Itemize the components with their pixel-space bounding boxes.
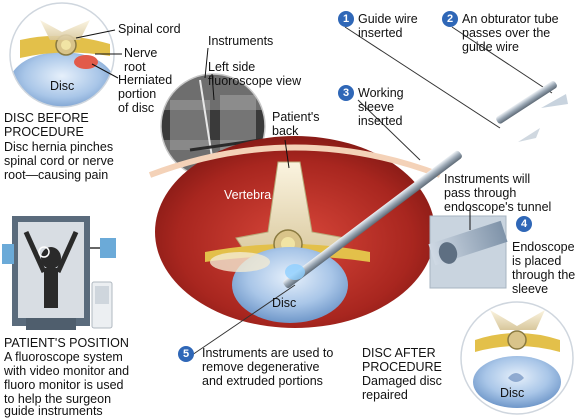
step-3-line3: inserted (358, 114, 403, 128)
patients-back-label-line1: Patient's (272, 110, 320, 124)
instruments-label: Instruments (208, 34, 274, 48)
step-2-line1: An obturator tube (462, 12, 559, 26)
nerve-root-label-line1: Nerve (124, 46, 158, 60)
before-desc-line3: root—causing pain (4, 168, 109, 182)
step-4-line4: sleeve (512, 282, 549, 296)
position-desc-line3: fluoro monitor is used (4, 378, 124, 392)
vertebra-label: Vertebra (224, 188, 272, 202)
nerve-root-label-line2: root (124, 60, 146, 74)
fluoroscope-view (161, 74, 265, 178)
after-title-line1: DISC AFTER (362, 346, 436, 360)
step-2-badge: 2 (442, 11, 458, 27)
position-desc-line2: with video monitor and (4, 364, 130, 378)
disc-before-inset (10, 3, 114, 107)
step-4-line2: is placed (512, 254, 562, 268)
patient-position-illustration (2, 216, 116, 330)
position-title: PATIENT'S POSITION (4, 336, 129, 350)
tunnel-line2: pass through (444, 186, 517, 200)
position-desc-line4: to help the surgeon (4, 392, 112, 406)
step-1-line2: inserted (358, 26, 403, 40)
step-4-line1: Endoscope (512, 240, 575, 254)
working-sleeve (283, 150, 462, 288)
fluoro-label-line1: Left side (208, 60, 256, 74)
position-desc-line1: A fluoroscope system (4, 350, 123, 364)
obturator-tube (496, 81, 557, 124)
disc-center-label: Disc (272, 296, 297, 310)
step-5-line1: Instruments are used to (202, 346, 334, 360)
patients-back-label-line2: back (272, 124, 299, 138)
before-title-line1: DISC BEFORE (4, 111, 89, 125)
fluoro-label-line2: fluoroscope view (208, 74, 302, 88)
tunnel-line1: Instruments will (444, 172, 531, 186)
before-title-line2: PROCEDURE (4, 125, 84, 139)
after-title-line2: PROCEDURE (362, 360, 442, 374)
step-5-line2: remove degenerative (202, 360, 320, 374)
step-1-badge: 1 (338, 11, 354, 27)
step-5-line3: and extruded portions (202, 374, 323, 388)
disc-top-label: Disc (50, 79, 75, 93)
step-2-line3: guide wire (462, 40, 519, 54)
after-desc-line1: Damaged disc (362, 374, 442, 388)
step-3-badge: 3 (338, 85, 354, 101)
tunnel-line3: endoscope's tunnel (444, 200, 552, 214)
step-3-line2: sleeve (358, 100, 395, 114)
step-4-badge: 4 (516, 216, 532, 232)
step-2-line2: passes over the (462, 26, 551, 40)
herniated-label-line1: Herniated (118, 73, 173, 87)
before-desc-line1: Disc hernia pinches (4, 140, 114, 154)
step-1-line1: Guide wire (358, 12, 418, 26)
spinal-cord-label: Spinal cord (118, 22, 181, 36)
disc-after-inset (461, 302, 573, 414)
before-desc-line2: spinal cord or nerve (4, 154, 114, 168)
step-4-line3: through the (512, 268, 576, 282)
herniated-label-line3: of disc (118, 101, 155, 115)
step-3-line1: Working (358, 86, 404, 100)
position-desc-line5: guide instruments (4, 404, 103, 418)
disc-after-label: Disc (500, 386, 525, 400)
step-5-badge: 5 (178, 346, 194, 362)
after-desc-line2: repaired (362, 388, 408, 402)
herniated-label-line2: portion (118, 87, 157, 101)
